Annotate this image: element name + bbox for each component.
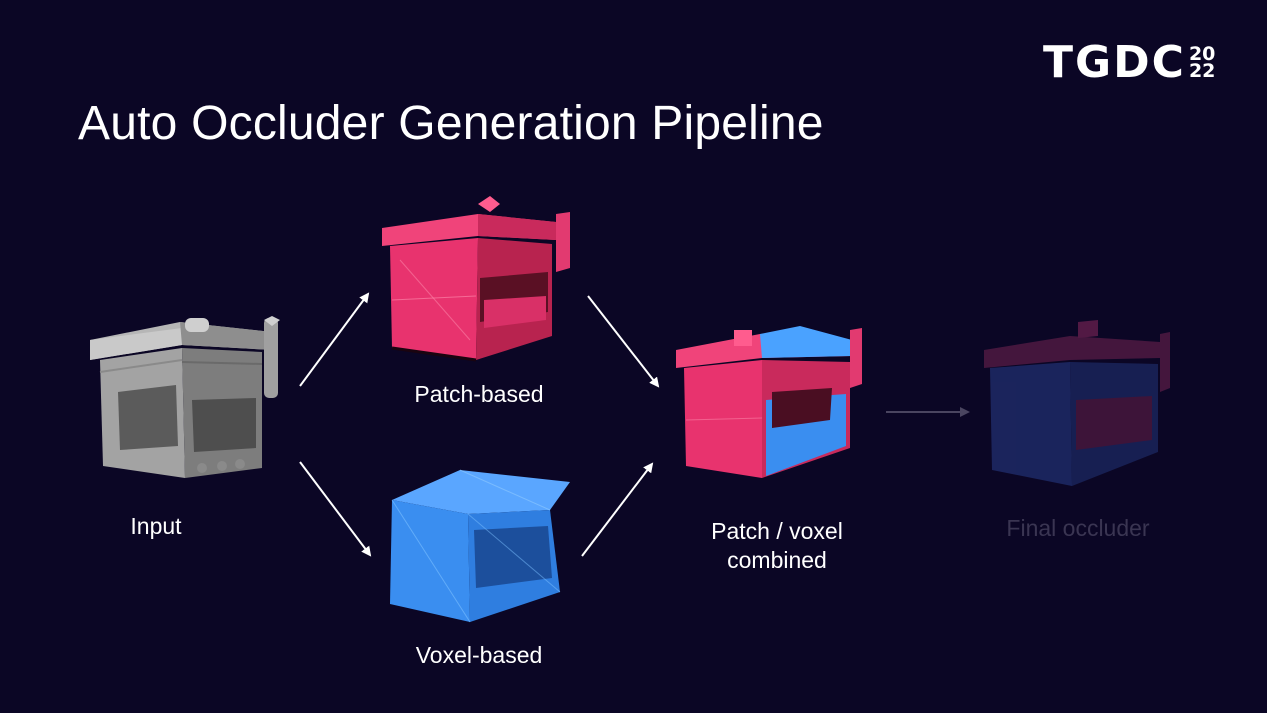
arrow-voxel-to-combined	[581, 462, 654, 557]
logo-text: TGDC	[1043, 37, 1186, 88]
arrow-input-to-patch	[299, 292, 370, 387]
caption-combined: Patch / voxel combined	[672, 517, 882, 575]
caption-input: Input	[130, 513, 182, 539]
caption-final-occluder: Final occluder	[1006, 515, 1150, 541]
caption-patch-based: Patch-based	[414, 381, 544, 407]
caption-combined-line1: Patch / voxel	[711, 518, 843, 544]
caption-combined-line2: combined	[727, 547, 827, 573]
final-occluder-image	[984, 320, 1170, 486]
patch-model-image	[382, 196, 570, 362]
caption-voxel-based: Voxel-based	[415, 642, 543, 668]
input-model-image	[90, 316, 280, 478]
slide-title: Auto Occluder Generation Pipeline	[78, 97, 824, 150]
arrow-patch-to-combined	[587, 295, 660, 388]
logo-year-bottom: 22	[1188, 60, 1216, 82]
logo-year: 20 22	[1188, 43, 1216, 82]
combined-model-image	[676, 326, 862, 478]
voxel-model-image	[390, 469, 570, 623]
logo-year-top: 20	[1188, 43, 1216, 65]
tgdc-logo: TGDC 20 22	[1043, 40, 1215, 86]
arrow-input-to-voxel	[299, 461, 372, 557]
